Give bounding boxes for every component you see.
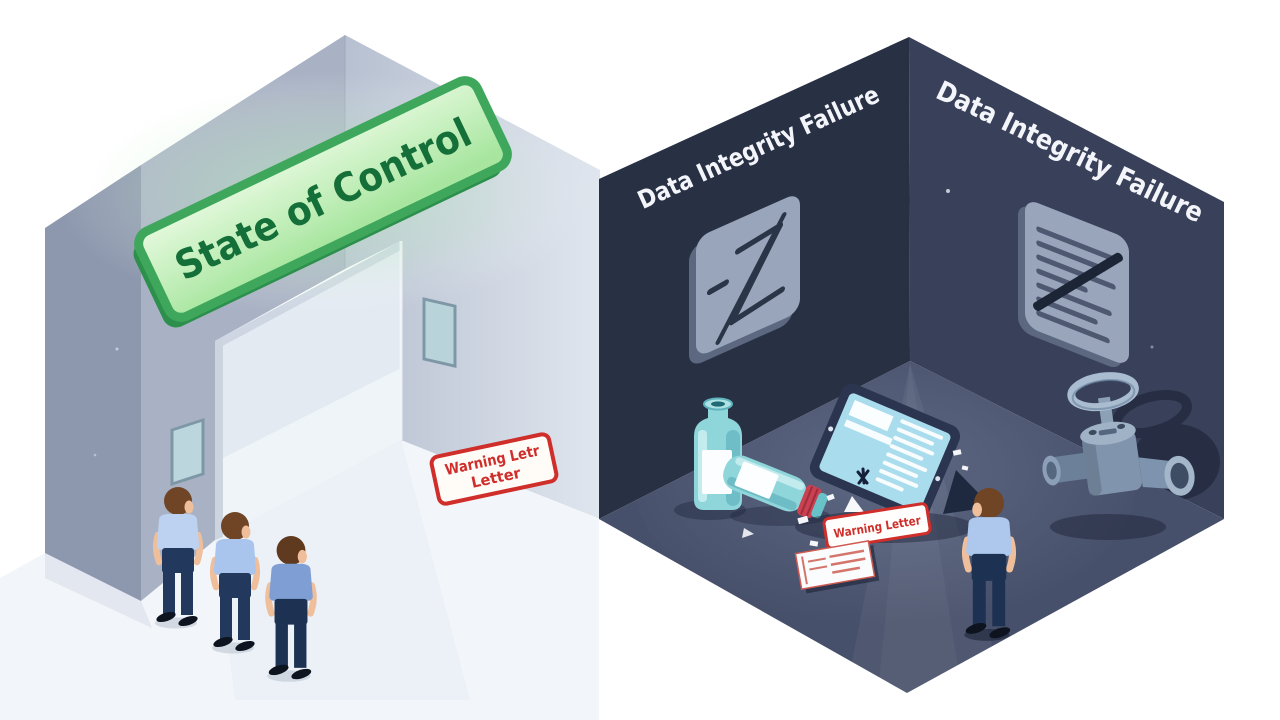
wall-speck <box>946 189 950 193</box>
dropped-paper <box>794 539 880 594</box>
door-interior-floor <box>215 368 401 540</box>
building-base-shadow <box>45 553 152 628</box>
worker-figure-1 <box>152 487 204 629</box>
worker-figure-2 <box>209 512 261 654</box>
wall-speck <box>93 453 97 457</box>
sign-panel <box>134 76 512 322</box>
state-of-control-sign: State of Control <box>55 71 591 328</box>
fallen-bottle <box>723 455 828 519</box>
industrial-valve <box>1042 372 1195 496</box>
crossed-document-icon <box>1018 202 1129 368</box>
wall-panel-left <box>170 417 205 486</box>
door-left-jamb <box>215 337 223 540</box>
state-of-control-scene: Warning Letr Letter State of Control <box>0 35 600 720</box>
wall-speck <box>115 347 119 351</box>
inspector-figure <box>961 488 1017 641</box>
data-integrity-failure-scene: Data Integrity Failure Data Integrity Fa… <box>599 37 1224 693</box>
wall-speck <box>1150 345 1154 349</box>
fallen-tablet <box>809 383 961 521</box>
building-side-wall <box>45 165 141 601</box>
valve-floor-shadow <box>1050 514 1166 540</box>
warning-letter-stamp-right: Warning Letter <box>822 502 932 550</box>
worker-figure-3 <box>265 536 317 682</box>
wall-panel-right <box>422 297 457 369</box>
crossed-signature-icon <box>689 196 800 364</box>
